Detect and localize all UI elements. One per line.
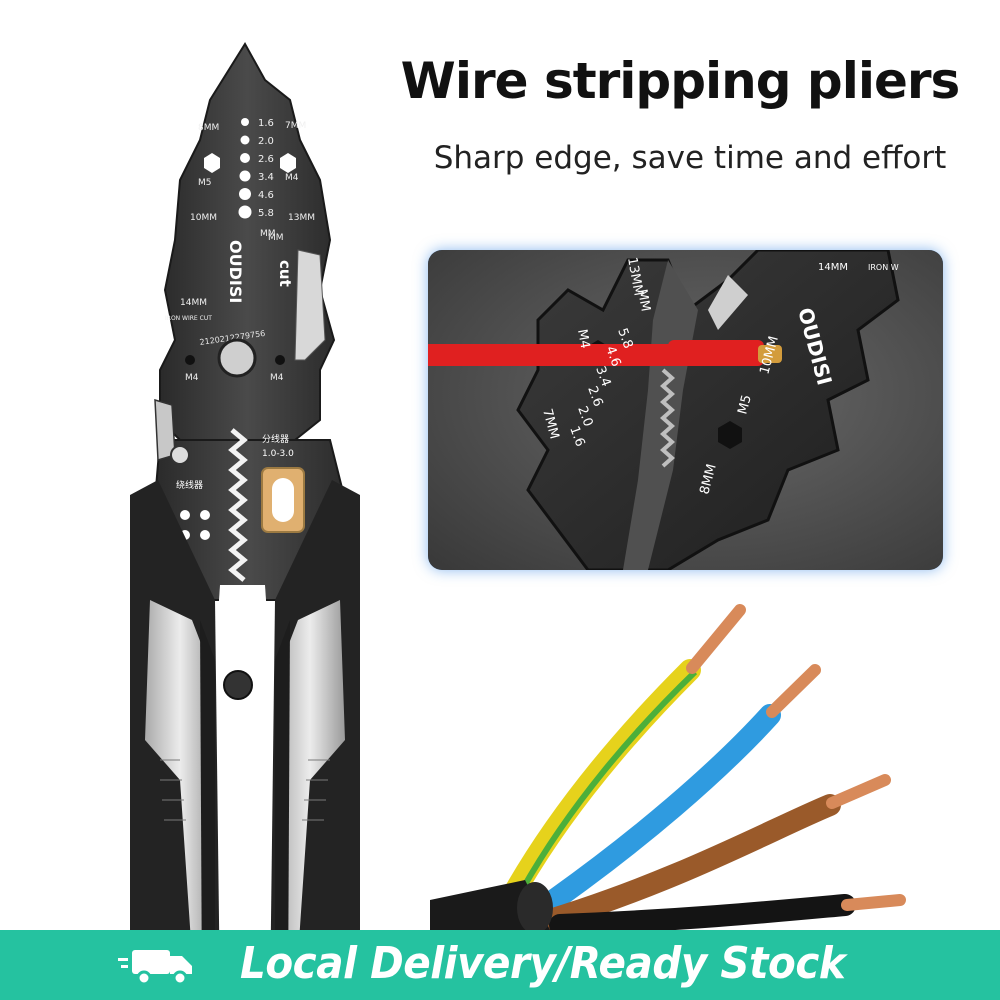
left-mark-label: 8MM [198,123,219,133]
left-mark-label: 14MM [180,298,207,308]
closeup-gauge: 1.6 [566,424,587,449]
closeup-mark: 14MM [818,262,848,273]
closeup-mark: MM [634,288,653,313]
gauge-size-label: 2.0 [258,136,274,147]
brand-label: OUDISI [226,240,245,303]
cable-bundle-image [430,604,906,930]
closeup-gauge: 5.8 [614,326,635,351]
gauge-size-label: 2.6 [258,154,274,165]
closeup-mark: 13MM [624,256,646,297]
closeup-iron-label: IRON W [868,263,899,272]
closeup-image: OUDISI 5.8 4.6 3.4 2.6 2.0 1.6 MM 13MM M… [428,250,943,570]
left-mark-label: 10MM [190,213,217,223]
splitter-range: 1.0-3.0 [262,449,294,459]
gauge-size-label: 4.6 [258,190,274,201]
right-mark-label: 7MM [285,121,306,131]
banner-text: Local Delivery/Ready Stock [240,938,846,989]
right-mark-label: M4 [285,173,299,183]
closeup-gauge: 4.6 [602,344,623,369]
gauge-size-label: 1.6 [258,118,274,129]
bolt-label-right: M4 [270,373,284,383]
closeup-mark: M4 [574,328,592,350]
winder-label: 绕线器 [176,479,203,491]
delivery-banner: Local Delivery/Ready Stock [0,930,1000,1000]
gauge-size-label: 3.4 [258,172,274,183]
pliers-image: 1.6 2.0 2.6 3.4 4.6 5.8 MM 8MM M5 10MM 1… [130,42,360,1000]
subheadline: Sharp edge, save time and effort [433,140,947,176]
bolt-label-left: M4 [185,373,199,383]
headline: Wire stripping pliers [400,52,961,110]
closeup-gauge: 2.6 [584,384,605,409]
gauge-size-label: 5.8 [258,208,274,219]
iron-wire-label: IRON WIRE CUT [165,315,212,322]
delivery-truck-icon [118,950,192,986]
gauge-unit-label: MM [268,233,284,243]
splitter-label: 分线器 [262,433,289,445]
closeup-gauge: 2.0 [574,404,595,429]
closeup-panel: OUDISI 5.8 4.6 3.4 2.6 2.0 1.6 MM 13MM M… [428,250,943,570]
right-mark-label: 13MM [288,213,315,223]
gauge-unit-label: MM [260,229,276,239]
cut-label: cut [276,260,294,287]
closeup-gauge: 3.4 [592,364,613,389]
closeup-mark: M5 [735,393,755,416]
left-mark-label: M5 [198,178,212,188]
